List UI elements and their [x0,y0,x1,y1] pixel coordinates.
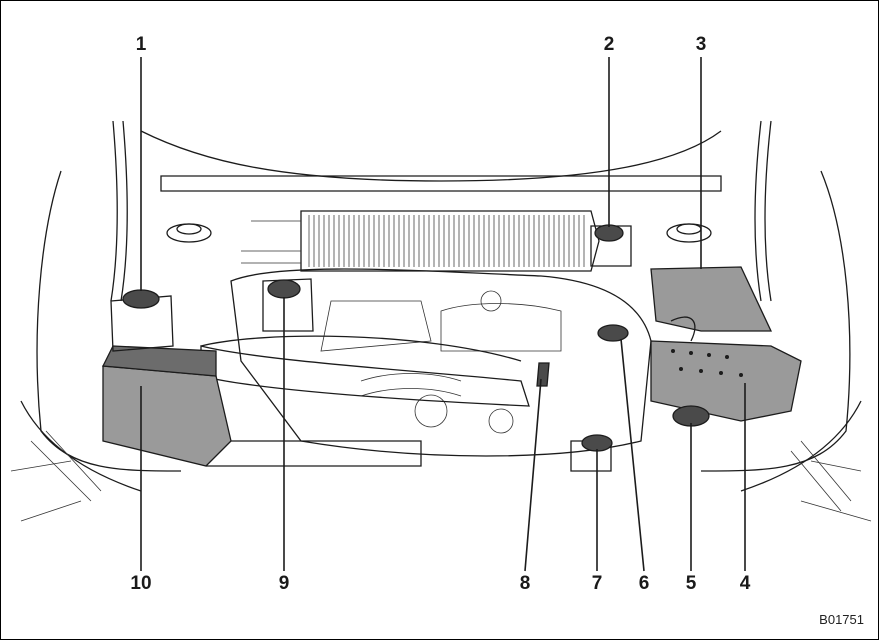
figure-id: B01751 [819,612,864,627]
oil-dipstick [536,362,550,387]
callout-3: 3 [695,34,707,55]
callout-5: 5 [685,573,697,594]
strut-towers [166,223,712,243]
callout-2: 2 [603,34,615,55]
intercooler-fins [308,215,585,267]
power-steering-cap [570,434,613,472]
intercooler [300,210,600,272]
oil-filler-cap [597,324,629,342]
hood-outline [10,120,872,522]
fuse-box [650,266,773,332]
battery [650,316,802,422]
engine-block [230,220,652,457]
air-cleaner-box [101,345,422,467]
leader-lines [140,57,746,572]
washer-fluid-tank [110,289,174,352]
callout-9: 9 [278,573,290,594]
brake-fluid-reservoir [590,224,632,267]
coolant-reservoir [262,278,314,332]
callout-4: 4 [739,573,751,594]
callout-1: 1 [135,34,147,55]
callout-10: 10 [130,573,152,594]
callout-6: 6 [638,573,650,594]
callout-7: 7 [591,573,603,594]
callout-8: 8 [519,573,531,594]
intake-duct [200,335,530,407]
